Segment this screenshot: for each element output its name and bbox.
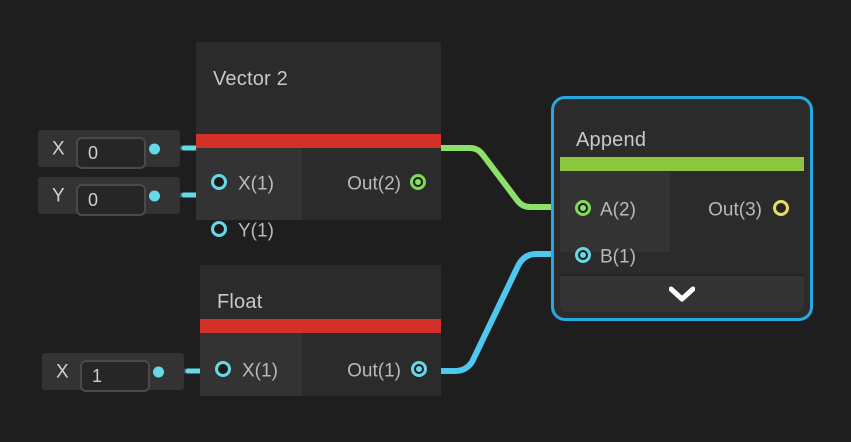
chevron-down-icon xyxy=(669,286,695,302)
node-append-body: A(2) B(1) Out(3) xyxy=(560,171,804,267)
node-vector2-input-y-port[interactable] xyxy=(211,221,227,237)
widget-vector2-y-label: Y xyxy=(52,185,65,206)
widget-vector2-x-connector-dot[interactable] xyxy=(149,143,160,154)
node-float[interactable]: Float X(1) Out(1) xyxy=(200,265,441,396)
node-float-body: X(1) Out(1) xyxy=(200,333,441,396)
node-append[interactable]: Append A(2) B(1) Out(3) xyxy=(551,96,813,321)
node-append-input-a-label: A(2) xyxy=(600,199,636,221)
widget-vector2-y-connector-dot[interactable] xyxy=(149,190,160,201)
node-vector2[interactable]: Vector 2 X(1) Y(1) Out(2) xyxy=(196,42,441,241)
node-append-input-b-port[interactable] xyxy=(575,247,591,263)
node-float-accent-bar xyxy=(200,319,441,333)
node-vector2-accent-bar xyxy=(196,134,441,148)
node-float-input-x-port[interactable] xyxy=(215,361,231,377)
node-float-output-port[interactable] xyxy=(411,361,427,377)
widget-vector2-x-input[interactable]: 0 xyxy=(76,137,146,169)
node-vector2-input-x-label: X(1) xyxy=(238,173,274,195)
node-append-accent-bar xyxy=(560,157,804,171)
node-append-input-column: A(2) B(1) xyxy=(560,171,670,267)
node-float-output-label: Out(1) xyxy=(347,360,401,382)
node-vector2-input-column: X(1) Y(1) xyxy=(196,148,302,241)
node-vector2-title: Vector 2 xyxy=(213,68,288,90)
node-vector2-input-x-port[interactable] xyxy=(211,174,227,190)
widget-vector2-y[interactable]: Y 0 xyxy=(38,177,180,216)
widget-vector2-x-value: 0 xyxy=(88,143,99,163)
node-append-output-port[interactable] xyxy=(773,200,789,216)
widget-float-x-connector-dot[interactable] xyxy=(153,366,164,377)
node-append-input-a-port[interactable] xyxy=(575,200,591,216)
node-append-expander-button[interactable] xyxy=(560,274,804,312)
node-float-title: Float xyxy=(217,291,263,313)
node-append-input-b-label: B(1) xyxy=(600,246,636,268)
widget-vector2-x[interactable]: X 0 xyxy=(38,130,180,169)
node-append-title: Append xyxy=(576,129,647,151)
node-vector2-body: X(1) Y(1) Out(2) xyxy=(196,148,441,241)
node-vector2-output-label: Out(2) xyxy=(347,173,401,195)
node-vector2-output-column: Out(2) xyxy=(302,148,441,220)
node-vector2-output-port[interactable] xyxy=(410,174,426,190)
node-float-input-x-label: X(1) xyxy=(242,360,278,382)
node-append-output-label: Out(3) xyxy=(708,199,762,221)
node-float-output-column: Out(1) xyxy=(302,333,441,396)
widget-float-x-value: 1 xyxy=(92,366,103,386)
widget-float-x[interactable]: X 1 xyxy=(42,353,184,392)
widget-float-x-label: X xyxy=(56,361,69,382)
node-float-input-column: X(1) xyxy=(200,333,302,396)
node-vector2-input-y-label: Y(1) xyxy=(238,220,274,242)
widget-vector2-y-value: 0 xyxy=(88,190,99,210)
widget-vector2-x-label: X xyxy=(52,138,65,159)
widget-float-x-input[interactable]: 1 xyxy=(80,360,150,392)
node-append-inner: Append A(2) B(1) Out(3) xyxy=(560,105,804,312)
widget-vector2-y-input[interactable]: 0 xyxy=(76,184,146,216)
node-append-output-column: Out(3) xyxy=(670,171,804,252)
